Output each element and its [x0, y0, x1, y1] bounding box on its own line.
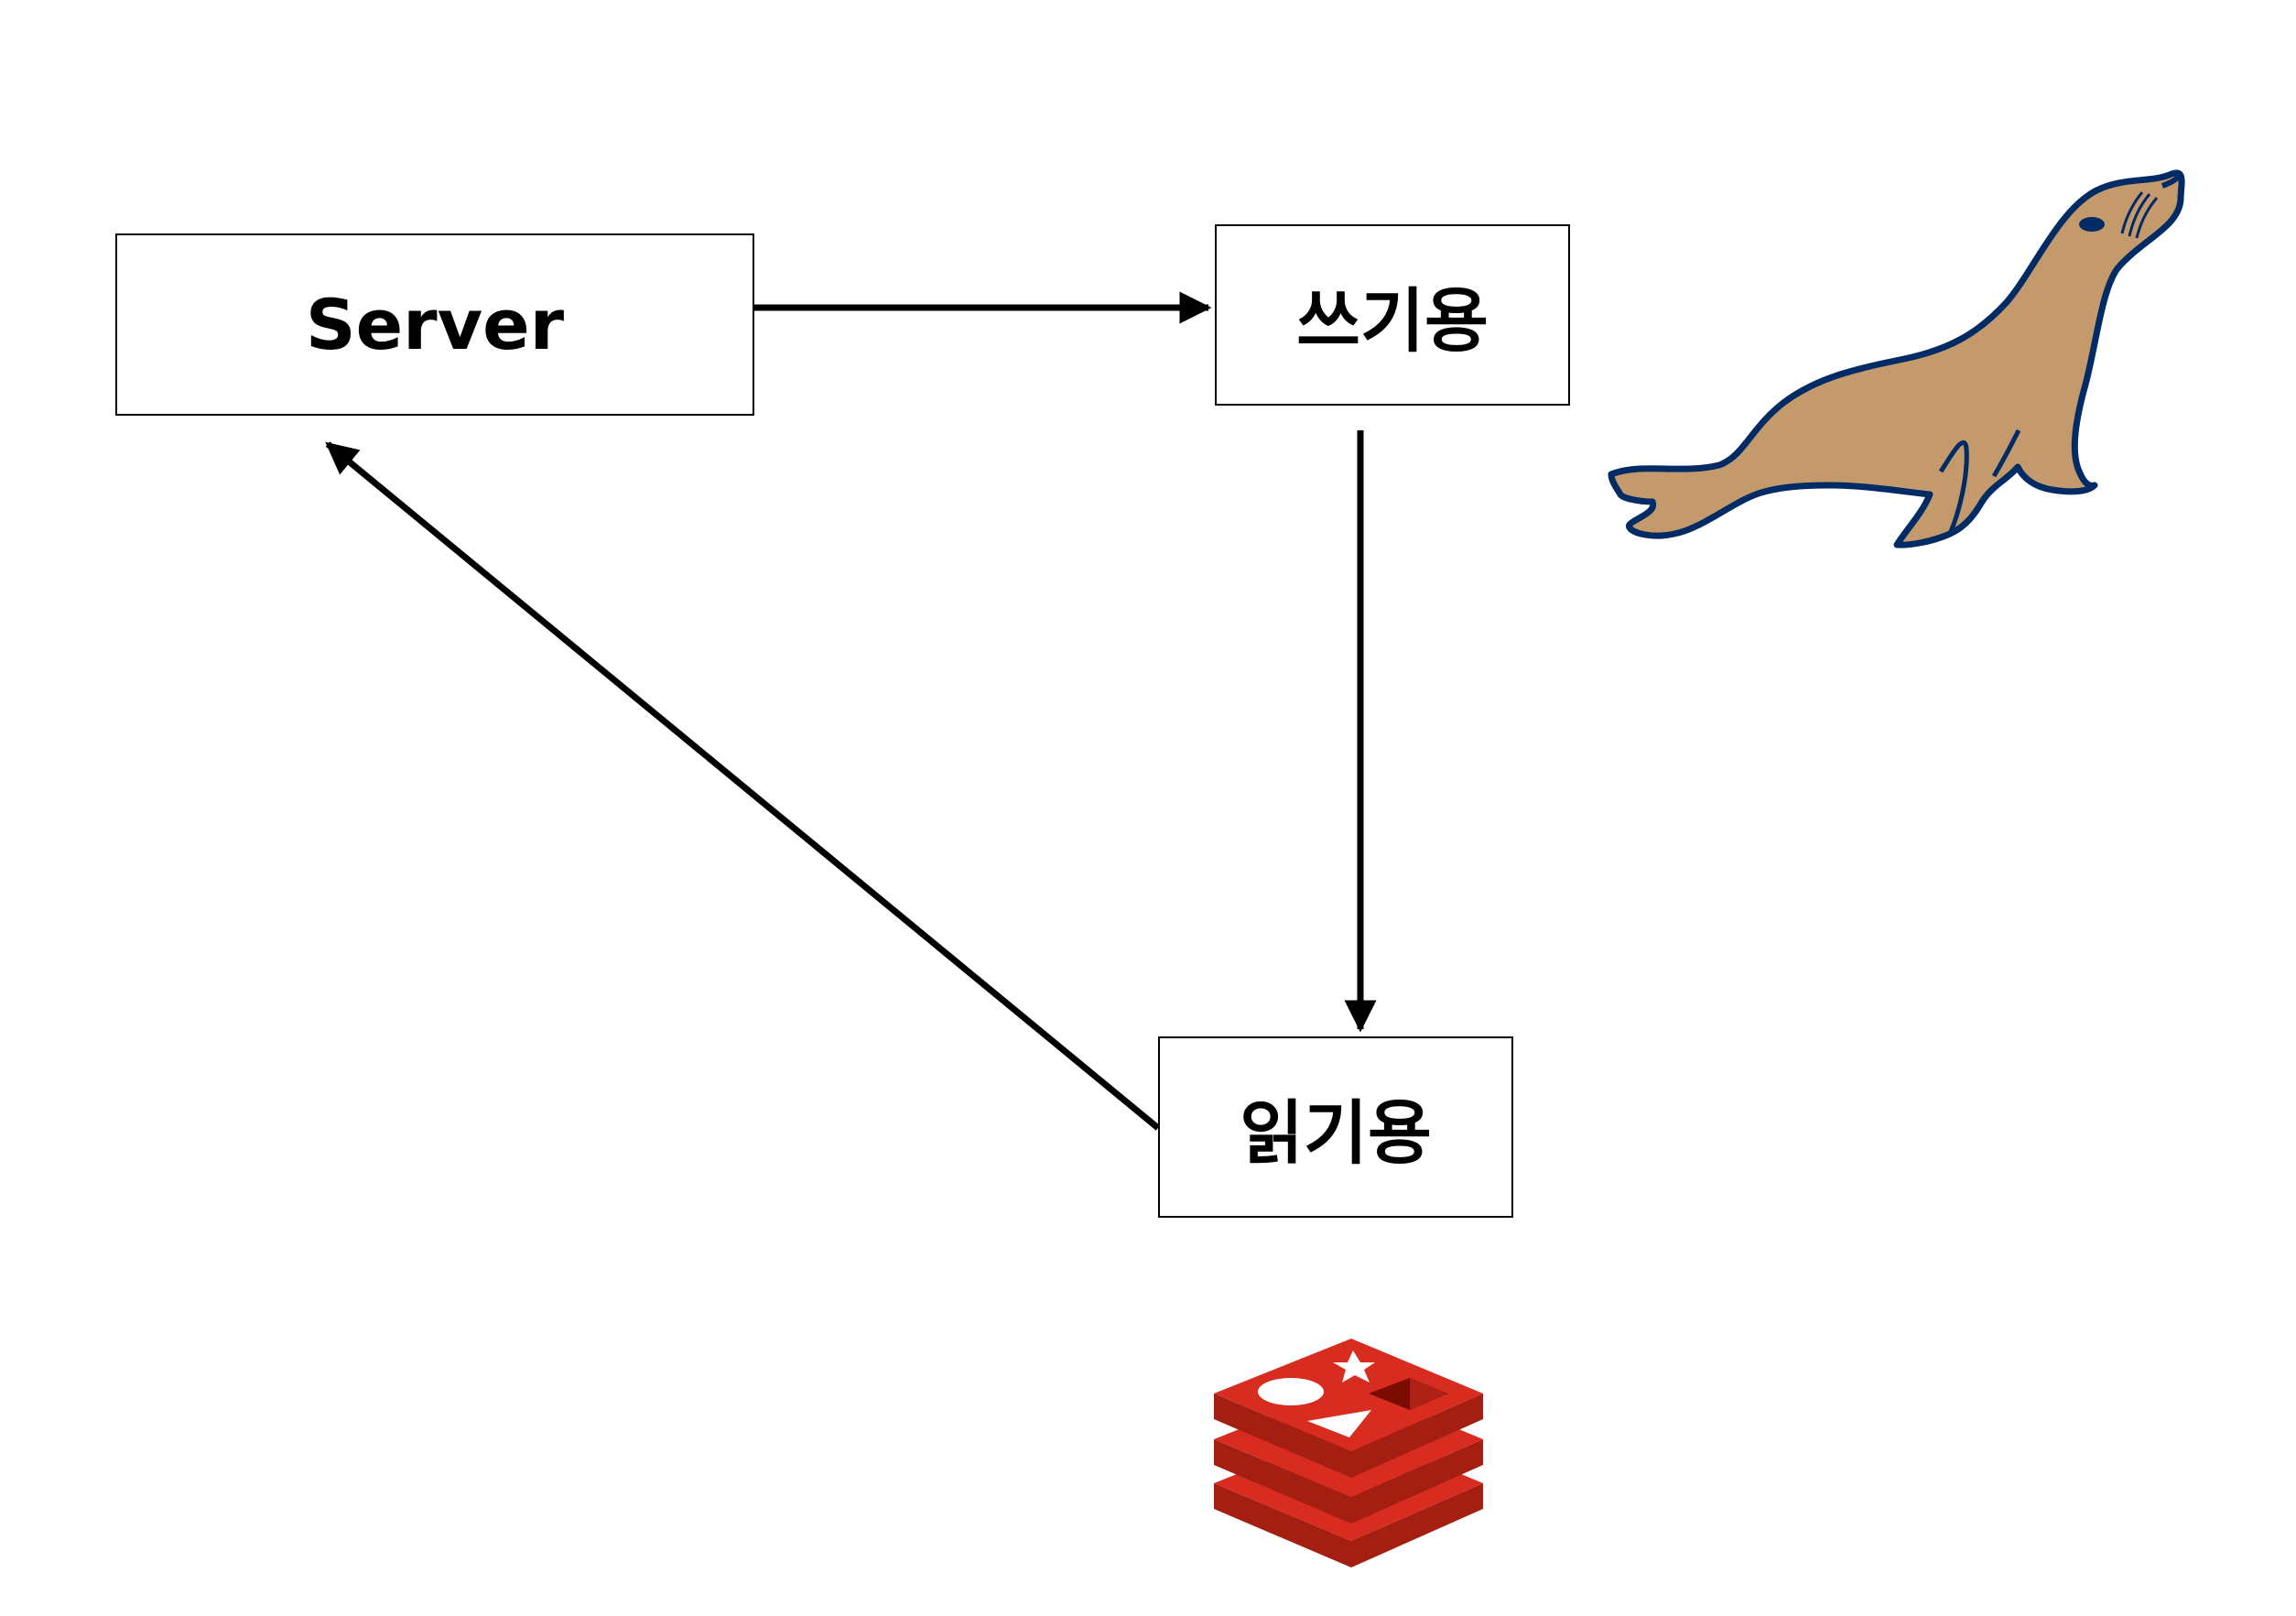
redis-layer-top — [1214, 1339, 1483, 1478]
edge-read-to-server — [325, 441, 1161, 1131]
write-db-node-label: 쓰기용 — [1296, 280, 1489, 362]
read-db-node[interactable]: 읽기용 — [1158, 1036, 1513, 1218]
server-node-label: Server — [305, 284, 565, 365]
write-db-node[interactable]: 쓰기용 — [1215, 224, 1570, 406]
server-node[interactable]: Server — [115, 233, 754, 416]
read-db-node-label: 읽기용 — [1240, 1092, 1432, 1174]
